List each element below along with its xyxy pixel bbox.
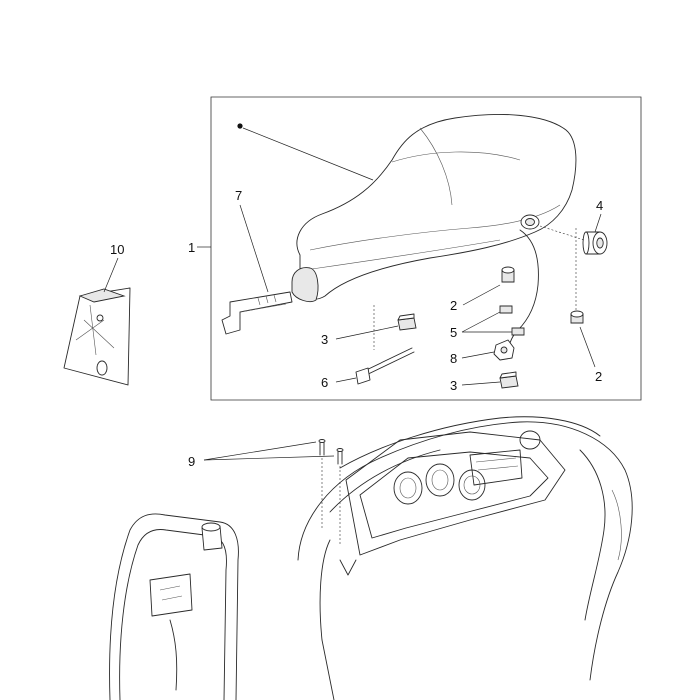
underseat-tank bbox=[109, 513, 239, 700]
leader-3-upper bbox=[335, 325, 399, 340]
leader-2-upper bbox=[462, 284, 501, 306]
screw-left bbox=[318, 439, 326, 456]
callout-10: 10 bbox=[110, 242, 124, 257]
lock-cylinder bbox=[582, 231, 608, 255]
callout-6: 6 bbox=[321, 375, 328, 390]
leader-6 bbox=[335, 377, 357, 383]
leader-4 bbox=[594, 213, 602, 233]
cable-clip-lower bbox=[511, 327, 525, 336]
callout-3-upper: 3 bbox=[321, 332, 328, 347]
rubber-buffer-upper bbox=[501, 266, 515, 283]
seat bbox=[291, 114, 577, 303]
callout-9: 9 bbox=[188, 454, 195, 469]
cable-clip-upper bbox=[499, 305, 513, 314]
leader-8 bbox=[461, 351, 495, 359]
scooter-body-frame bbox=[297, 416, 633, 700]
callout-7: 7 bbox=[235, 188, 242, 203]
stopper-lower bbox=[499, 371, 519, 389]
axis-lock bbox=[539, 225, 585, 241]
cable-tie bbox=[355, 347, 415, 385]
seat-assembly-dot bbox=[237, 123, 243, 129]
callout-2-upper: 2 bbox=[450, 298, 457, 313]
leader-9b bbox=[203, 455, 335, 461]
leader-10 bbox=[103, 257, 119, 293]
callout-1: 1 bbox=[188, 240, 195, 255]
stopper-upper bbox=[397, 313, 417, 331]
callout-8: 8 bbox=[450, 351, 457, 366]
callout-4: 4 bbox=[596, 198, 603, 213]
hinge-bracket bbox=[221, 291, 293, 335]
leader-7 bbox=[239, 204, 269, 293]
leader-5a bbox=[461, 311, 501, 333]
callout-3-lower: 3 bbox=[450, 378, 457, 393]
callout-2-lower: 2 bbox=[595, 369, 602, 384]
leader-3-lower bbox=[461, 381, 501, 386]
leader-2-lower bbox=[579, 326, 596, 368]
callout-5: 5 bbox=[450, 325, 457, 340]
leader-seat bbox=[242, 127, 374, 181]
seat-latch bbox=[493, 339, 515, 361]
assembly-frame bbox=[210, 96, 642, 401]
screw-right bbox=[336, 448, 344, 465]
tool-kit-bag bbox=[63, 287, 131, 386]
rubber-buffer-lower bbox=[570, 310, 584, 324]
leader-9a bbox=[203, 441, 317, 461]
lock-cable bbox=[507, 229, 539, 351]
